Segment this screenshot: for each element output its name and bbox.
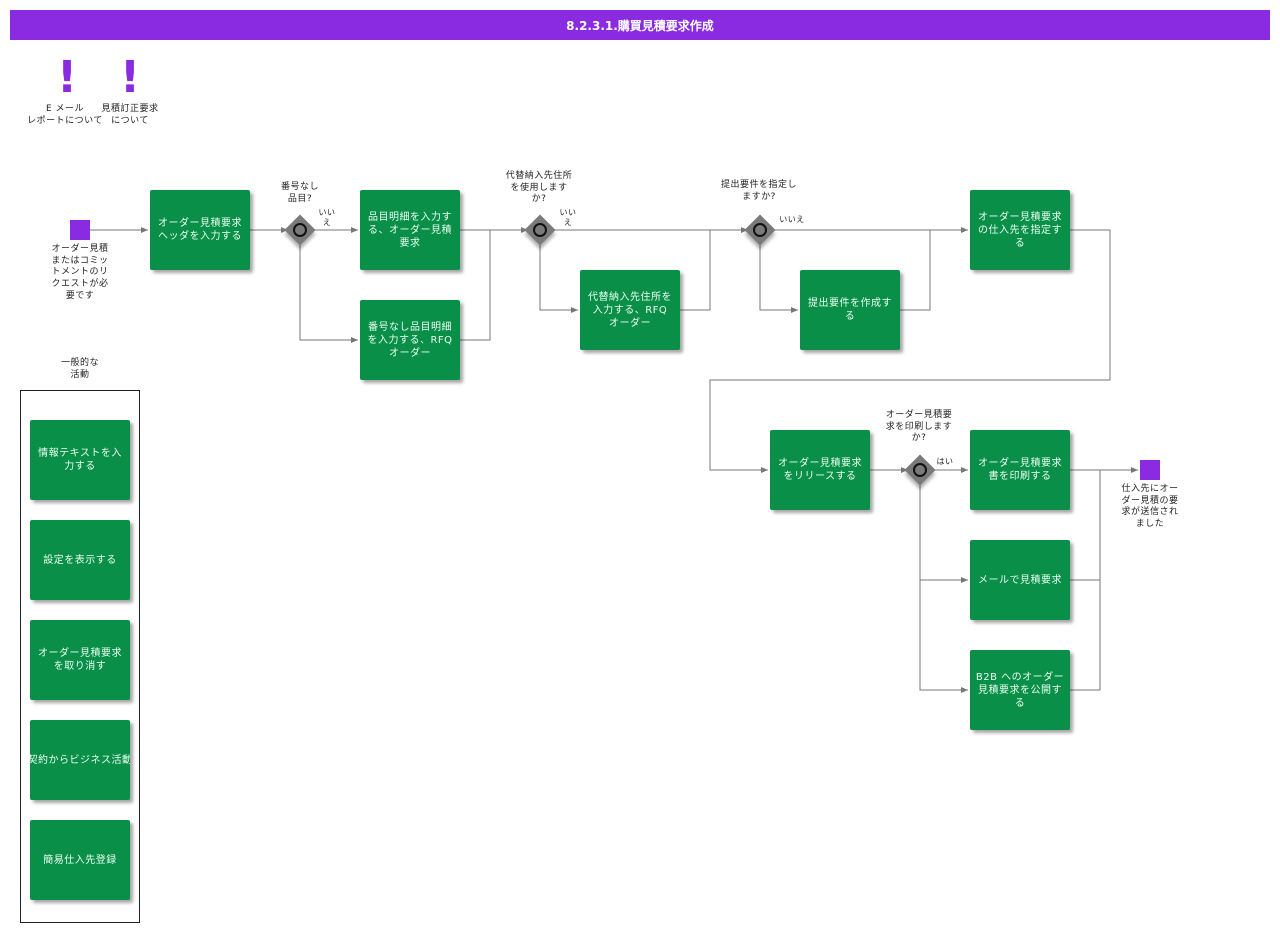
task-publish-b2b[interactable]: B2B へのオーダー 見積要求を公開す る [970, 650, 1070, 730]
gateway-print-label: オーダー見積要 求を印刷します か? [885, 410, 953, 444]
flow-label-no: いい え [318, 208, 336, 228]
end-event[interactable] [1140, 460, 1160, 480]
flow-label-no: いい え [559, 208, 577, 228]
page-title: 8.2.3.1.購買見積要求作成 [10, 10, 1270, 40]
task-email-rfq[interactable]: メールで見積要求 [970, 540, 1070, 620]
gateway-marker-icon [533, 223, 547, 237]
gateway-requirements-label: 提出要件を指定し ますか? [720, 180, 797, 202]
activity-contract-business[interactable]: 契約からビジネス活動 [30, 720, 130, 800]
gateway-marker-icon [293, 223, 307, 237]
general-activities-group [20, 390, 140, 923]
exclamation-icon[interactable]: ! [120, 52, 141, 103]
task-create-requirements[interactable]: 提出要件を作成す る [800, 270, 900, 350]
flow-label-yes: はい [936, 457, 954, 466]
note-quote-revision[interactable]: 見積訂正要求 について [101, 104, 159, 126]
task-enter-nonstock-lines[interactable]: 番号なし品目明細 を入力する、RFQ オーダー [360, 300, 460, 380]
activity-show-settings[interactable]: 設定を表示する [30, 520, 130, 600]
exclamation-icon[interactable]: ! [57, 52, 78, 103]
task-enter-item-lines[interactable]: 品目明細を入力す る、オーダー見積 要求 [360, 190, 460, 270]
activity-enter-info-text[interactable]: 情報テキストを入 力する [30, 420, 130, 500]
start-event[interactable] [70, 220, 90, 240]
activity-quick-supplier[interactable]: 簡易仕入先登録 [30, 820, 130, 900]
task-enter-alt-address[interactable]: 代替納入先住所を 入力する、RFQ オーダー [580, 270, 680, 350]
gateway-alt-address-label: 代替納入先住所 を使用します か? [505, 171, 573, 205]
task-specify-suppliers[interactable]: オーダー見積要求 の仕入先を指定す る [970, 190, 1070, 270]
start-event-label: オーダー見積 またはコミッ トメントのリ クエストが必 要です [51, 244, 109, 301]
task-release-rfq[interactable]: オーダー見積要求 をリリースする [770, 430, 870, 510]
note-email-report[interactable]: E メール レポートについて [27, 104, 103, 126]
end-event-label: 仕入先にオー ダー見積の要 求が送信され ました [1121, 484, 1179, 530]
task-print-rfq[interactable]: オーダー見積要求 書を印刷する [970, 430, 1070, 510]
gateway-nonstock-label: 番号なし 品目? [280, 182, 319, 204]
task-enter-header[interactable]: オーダー見積要求 ヘッダを入力する [150, 190, 250, 270]
group-heading: 一般的な 活動 [60, 358, 99, 380]
activity-cancel-rfq[interactable]: オーダー見積要求 を取り消す [30, 620, 130, 700]
gateway-marker-icon [753, 223, 767, 237]
gateway-marker-icon [913, 463, 927, 477]
flow-label-no: いいえ [779, 215, 805, 224]
